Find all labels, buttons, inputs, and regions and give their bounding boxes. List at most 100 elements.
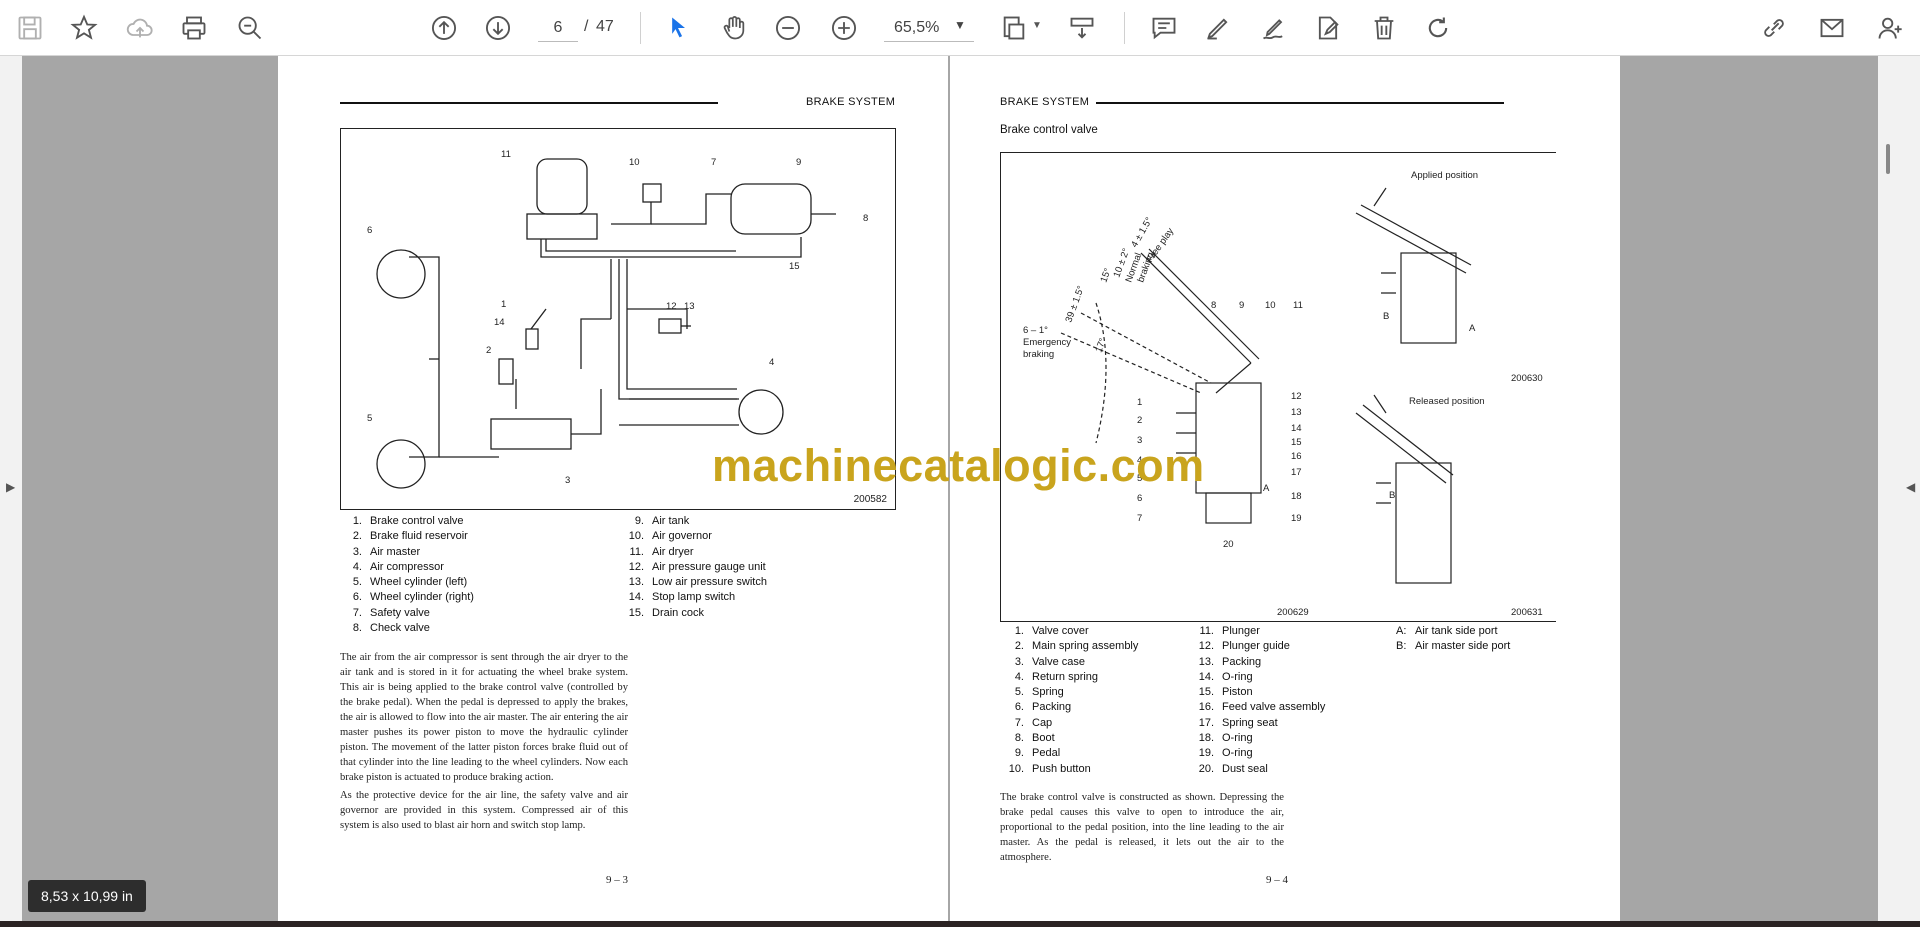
svg-text:9: 9 bbox=[796, 157, 801, 168]
right-panel-strip: ◀ bbox=[1878, 56, 1920, 927]
svg-text:5: 5 bbox=[367, 413, 372, 424]
legend-item: 18.O-ring bbox=[1198, 732, 1253, 745]
legend-item: 11.Plunger bbox=[1199, 625, 1260, 637]
legend-item: 12.Air pressure gauge unit bbox=[628, 560, 766, 573]
chevron-down-icon[interactable]: ▼ bbox=[1032, 20, 1042, 31]
legend-item: 20.Dust seal bbox=[1198, 762, 1268, 775]
legend-item: 9.Pedal bbox=[1014, 747, 1061, 760]
svg-text:1: 1 bbox=[501, 299, 506, 310]
svg-text:1: 1 bbox=[1137, 397, 1142, 408]
emergency-angle-label: 6 – 1° bbox=[1023, 325, 1048, 336]
svg-text:15: 15 bbox=[789, 261, 800, 272]
next-page-icon[interactable] bbox=[480, 10, 516, 46]
svg-text:12: 12 bbox=[1291, 391, 1302, 402]
applied-position-label: Applied position bbox=[1411, 170, 1478, 181]
comment-icon[interactable] bbox=[1146, 10, 1182, 46]
svg-text:Free play: Free play bbox=[1144, 226, 1176, 265]
legend-item: A:Air tank side port bbox=[1396, 625, 1498, 637]
vertical-scrollbar[interactable] bbox=[1886, 144, 1890, 174]
pdf-page-left: BRAKE SYSTEM bbox=[278, 56, 948, 927]
legend-item: 7.Safety valve bbox=[352, 606, 430, 619]
svg-text:16: 16 bbox=[1291, 451, 1302, 462]
legend-item: 8.Check valve bbox=[352, 622, 430, 635]
edit-fill-sign-icon[interactable] bbox=[1310, 10, 1346, 46]
share-link-icon[interactable] bbox=[1756, 10, 1792, 46]
legend-item: 3.Valve case bbox=[1014, 655, 1085, 668]
chevron-down-icon[interactable]: ▼ bbox=[954, 18, 966, 32]
svg-text:13: 13 bbox=[684, 301, 695, 312]
toolbar-divider bbox=[640, 12, 641, 44]
page-fit-icon[interactable] bbox=[996, 10, 1032, 46]
previous-page-icon[interactable] bbox=[426, 10, 462, 46]
legend-item: 17.Spring seat bbox=[1198, 716, 1278, 729]
paragraph: The brake control valve is constructed a… bbox=[1000, 792, 1284, 863]
svg-text:6: 6 bbox=[367, 225, 372, 236]
legend-item: 5.Wheel cylinder (left) bbox=[352, 576, 468, 589]
zoom-level-input[interactable] bbox=[884, 14, 974, 42]
legend-item: 1.Brake control valve bbox=[352, 515, 464, 527]
paragraph: As the protective device for the air lin… bbox=[340, 790, 628, 831]
svg-text:5: 5 bbox=[1137, 473, 1142, 484]
rotate-icon[interactable] bbox=[1420, 10, 1456, 46]
account-add-icon[interactable] bbox=[1872, 10, 1908, 46]
emergency-label: Emergency bbox=[1023, 337, 1071, 348]
brake-system-schematic: 11 10 7 9 8 15 6 1 14 12 13 2 5 3 4 bbox=[367, 149, 868, 489]
svg-text:15°: 15° bbox=[1098, 267, 1113, 284]
legend-item: 7.Cap bbox=[1014, 716, 1053, 729]
email-icon[interactable] bbox=[1814, 10, 1850, 46]
header-rule bbox=[340, 102, 718, 104]
page-separator: / bbox=[584, 18, 589, 35]
legend-item: 4.Air compressor bbox=[352, 560, 444, 573]
legend-item: 8.Boot bbox=[1014, 732, 1055, 745]
hand-pan-icon[interactable] bbox=[716, 10, 752, 46]
legend-item: 11.Air dryer bbox=[629, 545, 694, 558]
bookmark-star-icon[interactable] bbox=[66, 10, 102, 46]
svg-text:7: 7 bbox=[1137, 513, 1142, 524]
svg-text:200631: 200631 bbox=[1511, 607, 1543, 618]
scroll-mode-icon[interactable] bbox=[1064, 10, 1100, 46]
page-header: BRAKE SYSTEM bbox=[1000, 96, 1090, 108]
svg-text:14: 14 bbox=[1291, 423, 1302, 434]
draw-icon[interactable] bbox=[1256, 10, 1292, 46]
page-number-input[interactable] bbox=[538, 14, 578, 42]
port-a-label: A bbox=[1263, 483, 1270, 494]
document-viewport[interactable]: ▶ ◀ BRAKE SYSTEM bbox=[0, 56, 1920, 927]
body-text: The air from the air compressor is sent … bbox=[340, 650, 628, 836]
legend-item: 2.Brake fluid reservoir bbox=[352, 530, 468, 543]
legend-item: 5.Spring bbox=[1014, 686, 1064, 699]
header-rule bbox=[1096, 102, 1504, 104]
svg-text:3: 3 bbox=[1137, 435, 1142, 446]
svg-text:19: 19 bbox=[1291, 513, 1302, 524]
zoom-out-icon[interactable] bbox=[770, 10, 806, 46]
delete-trash-icon[interactable] bbox=[1366, 10, 1402, 46]
svg-text:14: 14 bbox=[494, 317, 505, 328]
released-position-label: Released position bbox=[1409, 396, 1485, 407]
svg-text:3: 3 bbox=[565, 475, 570, 486]
upload-cloud-icon[interactable] bbox=[122, 10, 158, 46]
braking-label: braking bbox=[1023, 349, 1054, 360]
legend-item: 4.Return spring bbox=[1014, 670, 1099, 683]
highlight-pen-icon[interactable] bbox=[1200, 10, 1236, 46]
print-icon[interactable] bbox=[176, 10, 212, 46]
page-size-tooltip: 8,53 x 10,99 in bbox=[28, 880, 146, 912]
legend-item: B:Air master side port bbox=[1396, 640, 1511, 653]
save-icon[interactable] bbox=[12, 10, 48, 46]
legend-item: 2.Main spring assembly bbox=[1014, 640, 1139, 653]
svg-text:4 ± 1.5°: 4 ± 1.5° bbox=[1129, 215, 1155, 249]
expand-right-panel-icon[interactable]: ◀ bbox=[1906, 480, 1916, 494]
brake-system-diagram: 11 10 7 9 8 15 6 1 14 12 13 2 5 3 4 20 bbox=[340, 128, 896, 510]
expand-left-panel-icon[interactable]: ▶ bbox=[6, 480, 16, 494]
zoom-in-icon[interactable] bbox=[826, 10, 862, 46]
zoom-search-icon[interactable] bbox=[232, 10, 268, 46]
svg-text:2: 2 bbox=[486, 345, 491, 356]
select-cursor-icon[interactable] bbox=[660, 10, 696, 46]
section-subheading: Brake control valve bbox=[1000, 124, 1098, 136]
svg-text:20: 20 bbox=[1223, 539, 1234, 550]
watermark: machinecatalogic.com bbox=[712, 440, 1205, 491]
svg-text:17: 17 bbox=[1291, 467, 1302, 478]
svg-text:4: 4 bbox=[769, 357, 774, 368]
svg-text:11: 11 bbox=[501, 149, 511, 160]
svg-text:12: 12 bbox=[666, 301, 677, 312]
svg-text:4: 4 bbox=[1137, 455, 1142, 466]
svg-text:15: 15 bbox=[1291, 437, 1302, 448]
